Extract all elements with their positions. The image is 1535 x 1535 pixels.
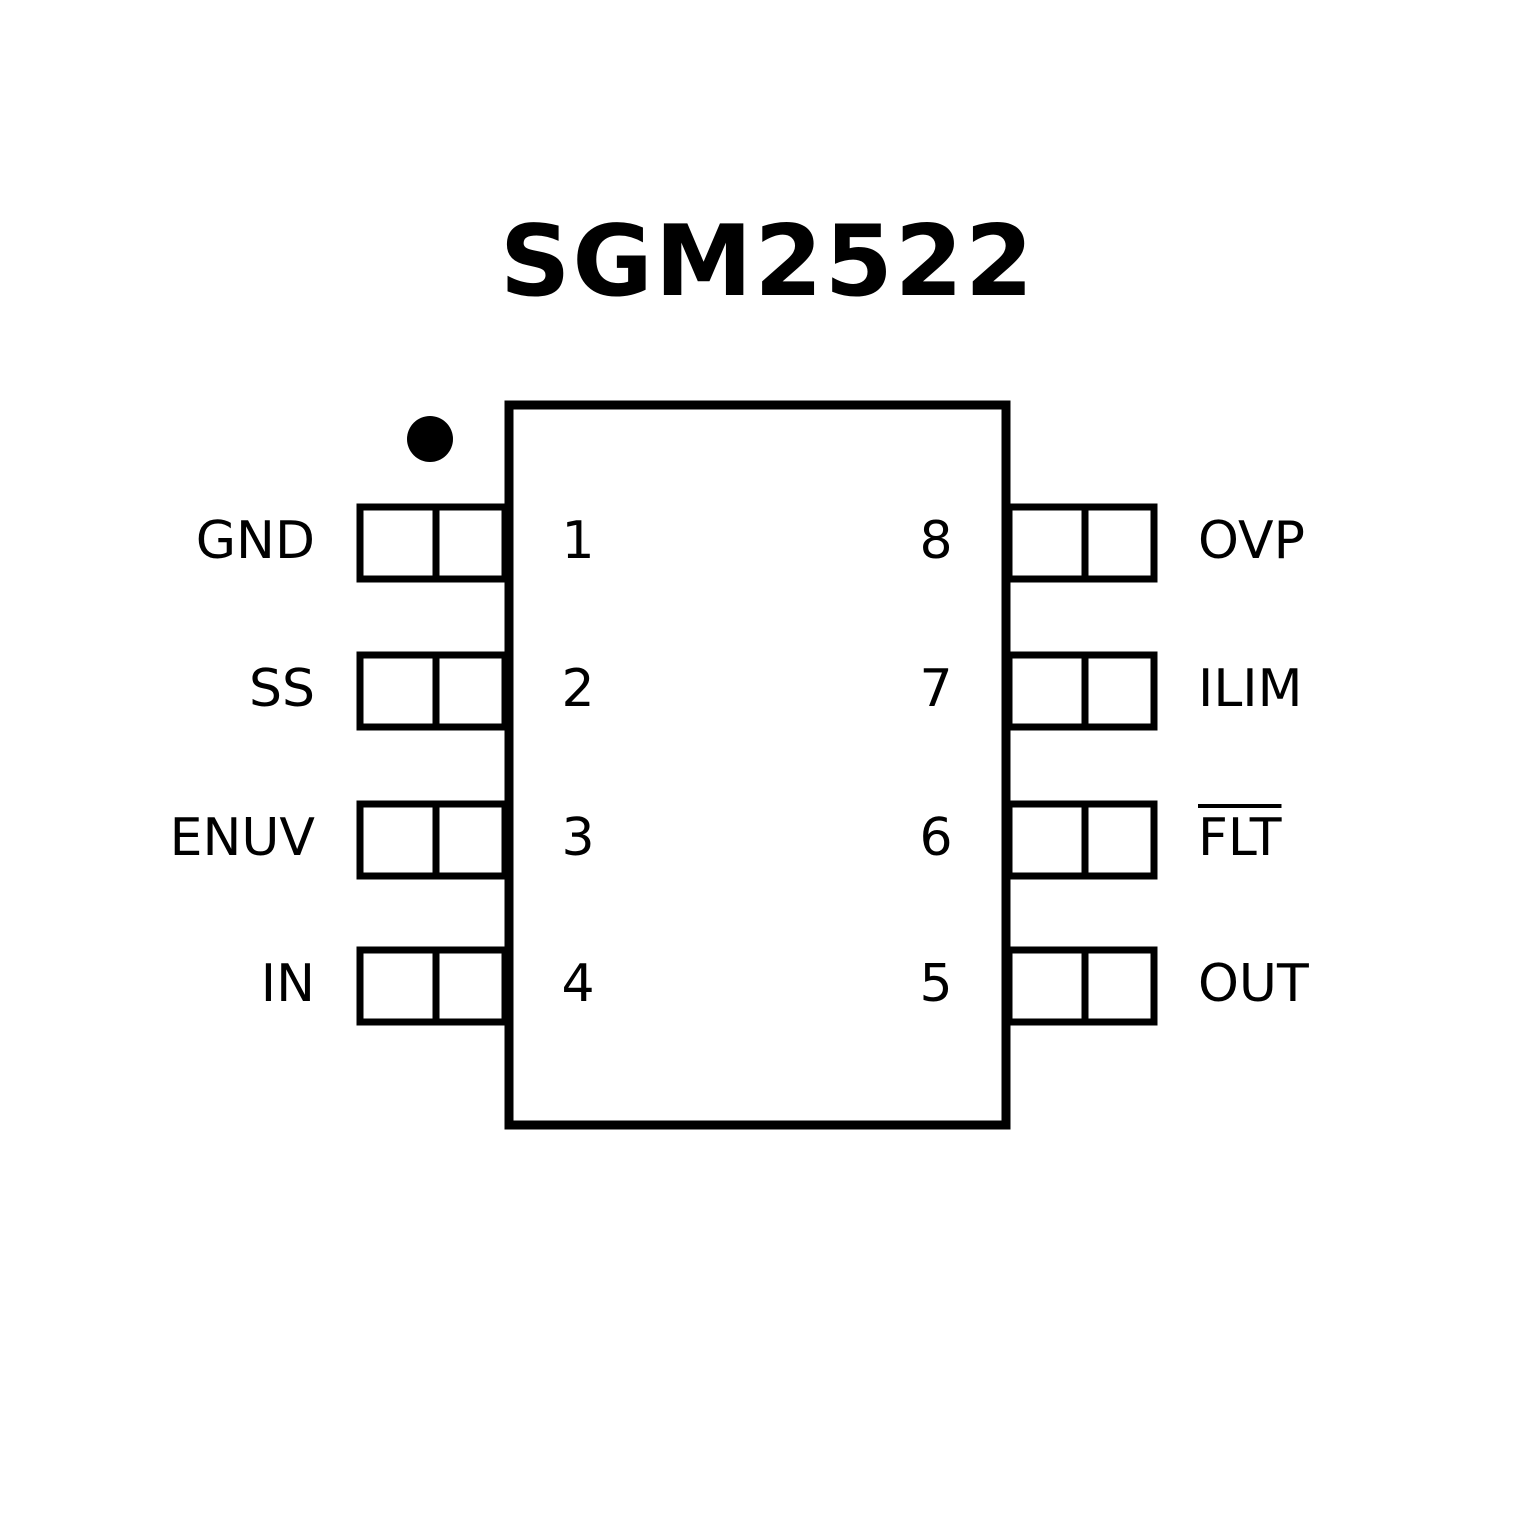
pin-number-3: 3 xyxy=(561,808,595,868)
pin-number-1: 1 xyxy=(561,511,595,571)
pin-label-flt: FLT xyxy=(1198,808,1282,868)
pin-left-4 xyxy=(356,946,509,1026)
pin-right-5 xyxy=(1005,946,1158,1026)
pin-label-out: OUT xyxy=(1198,954,1309,1014)
pin-label-enuv: ENUV xyxy=(169,808,315,868)
pin-label-in: IN xyxy=(260,954,315,1014)
pin-label-ss: SS xyxy=(248,659,315,719)
pin-number-8: 8 xyxy=(919,511,953,571)
pin-label-ilim: ILIM xyxy=(1198,659,1303,719)
pin-number-4: 4 xyxy=(561,954,595,1014)
pin-left-2 xyxy=(356,651,509,731)
pin-right-8 xyxy=(1005,503,1158,583)
pin1-marker-dot xyxy=(407,416,453,462)
pin-number-7: 7 xyxy=(919,659,953,719)
pin-left-3 xyxy=(356,800,509,880)
pin-right-7 xyxy=(1005,651,1158,731)
pin-number-6: 6 xyxy=(919,808,953,868)
pin-number-5: 5 xyxy=(919,954,953,1014)
pin-left-1 xyxy=(356,503,509,583)
pin-number-2: 2 xyxy=(561,659,595,719)
pin-label-ovp: OVP xyxy=(1198,511,1305,571)
pin-label-gnd: GND xyxy=(195,511,315,571)
chip-body xyxy=(504,400,1011,1130)
chip-title: SGM2522 xyxy=(499,205,1036,319)
pin-right-6 xyxy=(1005,800,1158,880)
